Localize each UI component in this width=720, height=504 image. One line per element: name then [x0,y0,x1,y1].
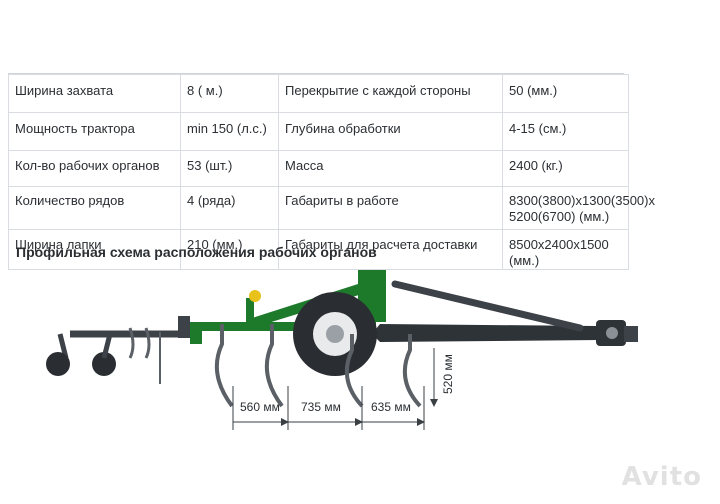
section-title: Профильная схема расположения рабочих ор… [16,244,377,260]
spec-row: Кол-во рабочих органов 53 (шт.) Масса 24… [8,150,629,187]
dimension-lines [232,348,438,430]
spec-value: 210 (мм.) [180,229,279,270]
dimension-560: 560 мм [240,400,280,414]
dimension-635: 635 мм [371,400,411,414]
spec-label: Перекрытие с каждой стороны [278,74,503,113]
spec-value: 53 (шт.) [180,150,279,187]
spec-table: Ширина захвата 8 ( м.) Перекрытие с кажд… [8,74,655,270]
transport-wheel [293,292,377,376]
spec-label: Глубина обработки [278,112,503,151]
spec-value: 4-15 (см.) [502,112,629,151]
spec-value: 8300(3800)x1300(3500)x 5200(6700) (мм.) [502,186,655,230]
spec-row: Ширина захвата 8 ( м.) Перекрытие с кажд… [8,74,629,113]
spec-value: 4 (ряда) [180,186,279,230]
spec-label: Масса [278,150,503,187]
spec-label: Габариты для расчета доставки [278,229,503,270]
tines [214,324,422,408]
spec-value: 50 (мм.) [502,74,629,113]
spec-value: 2400 (кг.) [502,150,629,187]
spec-label: Мощность трактора [8,112,181,151]
top-rule [8,73,624,74]
spec-label: Габариты в работе [278,186,503,230]
spec-label: Ширина лапки [8,229,181,270]
watermark-logo: Avito [621,462,702,492]
spec-label: Ширина захвата [8,74,181,113]
spec-value: 8500x2400x1500 (мм.) [502,229,629,270]
spec-label: Количество рядов [8,186,181,230]
spec-label: Кол-во рабочих органов [8,150,181,187]
rear-rollers [46,316,190,384]
spec-row: Ширина лапки 210 (мм.) Габариты для расч… [8,229,629,270]
spec-row: Мощность трактора min 150 (л.с.) Глубина… [8,112,629,151]
cultivator-profile-diagram: 560 мм 735 мм 635 мм 520 мм [46,270,638,430]
spec-value: min 150 (л.с.) [180,112,279,151]
drawbar [372,280,638,346]
spec-row: Количество рядов 4 (ряда) Габариты в раб… [8,186,655,230]
spec-value: 8 ( м.) [180,74,279,113]
dimension-depth: 520 мм [441,354,455,394]
dimension-735: 735 мм [301,400,341,414]
